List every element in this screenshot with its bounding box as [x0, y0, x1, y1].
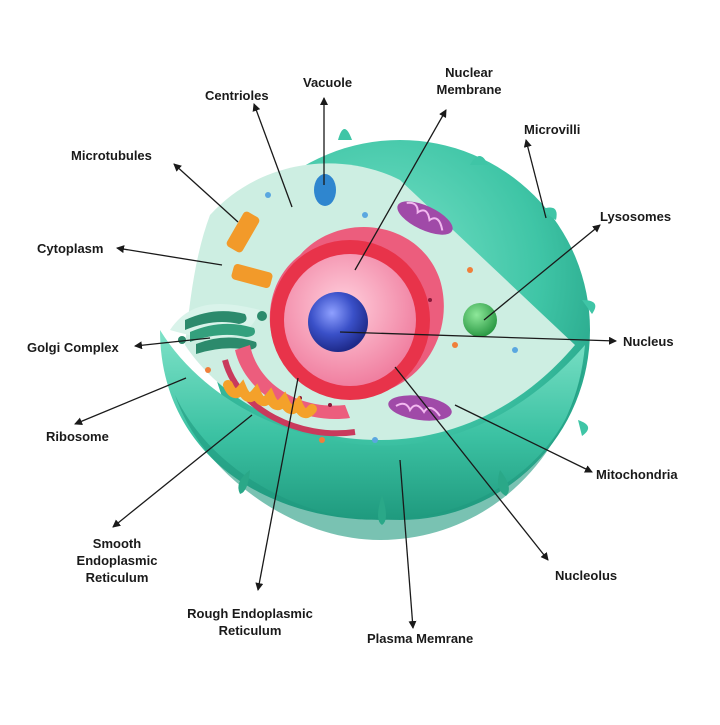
label-microtubules: Microtubules	[71, 148, 152, 163]
label-microvilli: Microvilli	[524, 122, 581, 137]
arrow-microvilli	[523, 139, 547, 219]
label-centrioles: Centrioles	[205, 88, 269, 103]
arrow-centrioles	[252, 103, 293, 208]
arrow-mitochondria	[454, 404, 593, 473]
golgi-complex	[178, 311, 267, 354]
label-mitochondria: Mitochondria	[596, 467, 678, 482]
arrow-smooth-er	[112, 414, 253, 528]
arrow-plasma-membrane	[399, 459, 417, 629]
label-nucleolus: Nucleolus	[555, 568, 618, 583]
arrow-cytoplasm	[116, 245, 223, 266]
label-plasma-membrane: Plasma Memrane	[367, 631, 474, 646]
label-cytoplasm: Cytoplasm	[37, 241, 104, 256]
lysosome-shape	[463, 303, 497, 337]
arrow-microtubules	[173, 163, 239, 223]
arrow-nuclear-membrane	[354, 109, 447, 271]
arrow-golgi	[134, 337, 211, 350]
label-rough-er: Rough Endoplasmic Reticulum	[187, 606, 313, 638]
arrow-rough-er	[255, 377, 299, 591]
label-lysosomes: Lysosomes	[600, 209, 672, 224]
label-golgi-complex: Golgi Complex	[27, 340, 119, 355]
leader-lines	[74, 97, 617, 629]
arrow-nucleolus	[394, 366, 549, 561]
centrioles	[226, 211, 273, 289]
arrow-lysosomes	[483, 224, 601, 321]
label-nuclear-membrane: Nuclear Membrane	[436, 65, 502, 97]
smooth-er	[223, 379, 317, 419]
nucleus	[270, 240, 430, 400]
ribosomes	[205, 192, 518, 443]
arrow-nucleus	[339, 331, 617, 345]
vacuole-shape	[314, 174, 336, 206]
label-ribosome: Ribosome	[46, 429, 109, 444]
label-nucleus: Nucleus	[623, 334, 674, 349]
arrow-ribosome	[74, 377, 187, 426]
label-vacuole: Vacuole	[303, 75, 353, 90]
mitochondria	[388, 201, 453, 421]
label-smooth-er: Smooth Endoplasmic Reticulum	[76, 536, 158, 585]
